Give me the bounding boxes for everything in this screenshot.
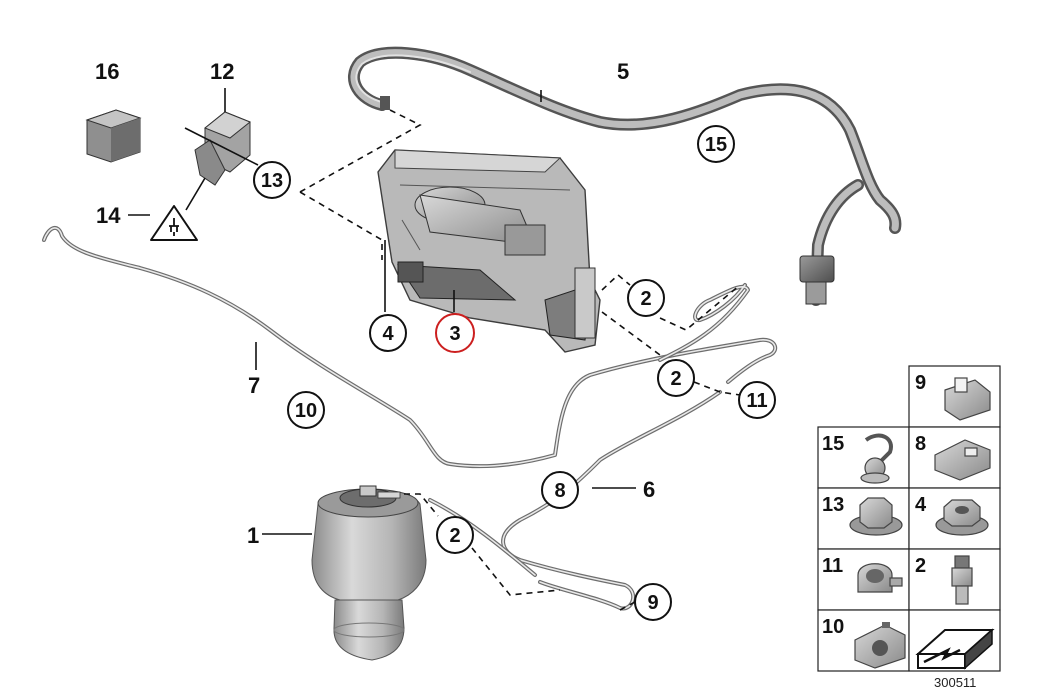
parts-legend-table: 9 15 8 13 4 11 2 10 bbox=[817, 365, 1001, 672]
connector-2-icon bbox=[951, 555, 973, 605]
callout-14: 14 bbox=[96, 203, 121, 228]
callout-13: 13 bbox=[261, 170, 283, 192]
arrow-icon bbox=[915, 628, 995, 670]
relay-12 bbox=[184, 88, 259, 186]
callout-11: 11 bbox=[746, 390, 767, 412]
hex-nut-13-icon bbox=[849, 497, 903, 536]
callout-5: 5 bbox=[617, 59, 629, 84]
pressure-line-7 bbox=[42, 225, 778, 469]
legend-cell-label: 9 bbox=[915, 372, 926, 394]
warning-triangle-icon bbox=[128, 177, 206, 241]
callout-1: 1 bbox=[247, 523, 259, 548]
hose-clamp-15-icon bbox=[860, 433, 893, 484]
legend-cell-label: 13 bbox=[822, 494, 844, 516]
callout-10: 10 bbox=[295, 400, 317, 422]
compressor-unit bbox=[377, 149, 601, 353]
callout-15: 15 bbox=[705, 134, 727, 156]
nut-4-icon bbox=[935, 499, 989, 536]
legend-cell-label: 4 bbox=[915, 494, 927, 516]
pressure-line-6 bbox=[428, 283, 750, 611]
callout-7: 7 bbox=[248, 373, 260, 398]
diagram-number: 300511 bbox=[934, 675, 977, 690]
callout-4: 4 bbox=[382, 323, 394, 345]
clip-9-icon bbox=[944, 377, 991, 421]
air-spring bbox=[311, 485, 427, 661]
clip-8-icon bbox=[934, 439, 991, 481]
callout-16: 16 bbox=[95, 59, 119, 84]
callout-2-lower: 2 bbox=[449, 525, 460, 547]
highlight-ring[interactable] bbox=[435, 313, 475, 353]
legend-cell-label: 8 bbox=[915, 433, 926, 455]
clip-10-icon bbox=[854, 622, 906, 669]
clamp-11-icon bbox=[857, 563, 903, 593]
legend-cell-label: 11 bbox=[822, 555, 843, 577]
air-supply-hose bbox=[348, 46, 902, 306]
relay-16 bbox=[85, 109, 142, 163]
callout-3: 3 bbox=[449, 323, 460, 345]
callout-9: 9 bbox=[647, 592, 658, 614]
callout-2-upper: 2 bbox=[640, 288, 651, 310]
legend-cell-label: 10 bbox=[822, 616, 844, 638]
legend-cell-label: 2 bbox=[915, 555, 926, 577]
leader-lines bbox=[255, 109, 741, 611]
callout-8: 8 bbox=[554, 480, 565, 502]
callout-12: 12 bbox=[210, 59, 234, 84]
callout-6: 6 bbox=[643, 477, 655, 502]
callout-2-middle: 2 bbox=[670, 368, 681, 390]
legend-cell-label: 15 bbox=[822, 433, 844, 455]
